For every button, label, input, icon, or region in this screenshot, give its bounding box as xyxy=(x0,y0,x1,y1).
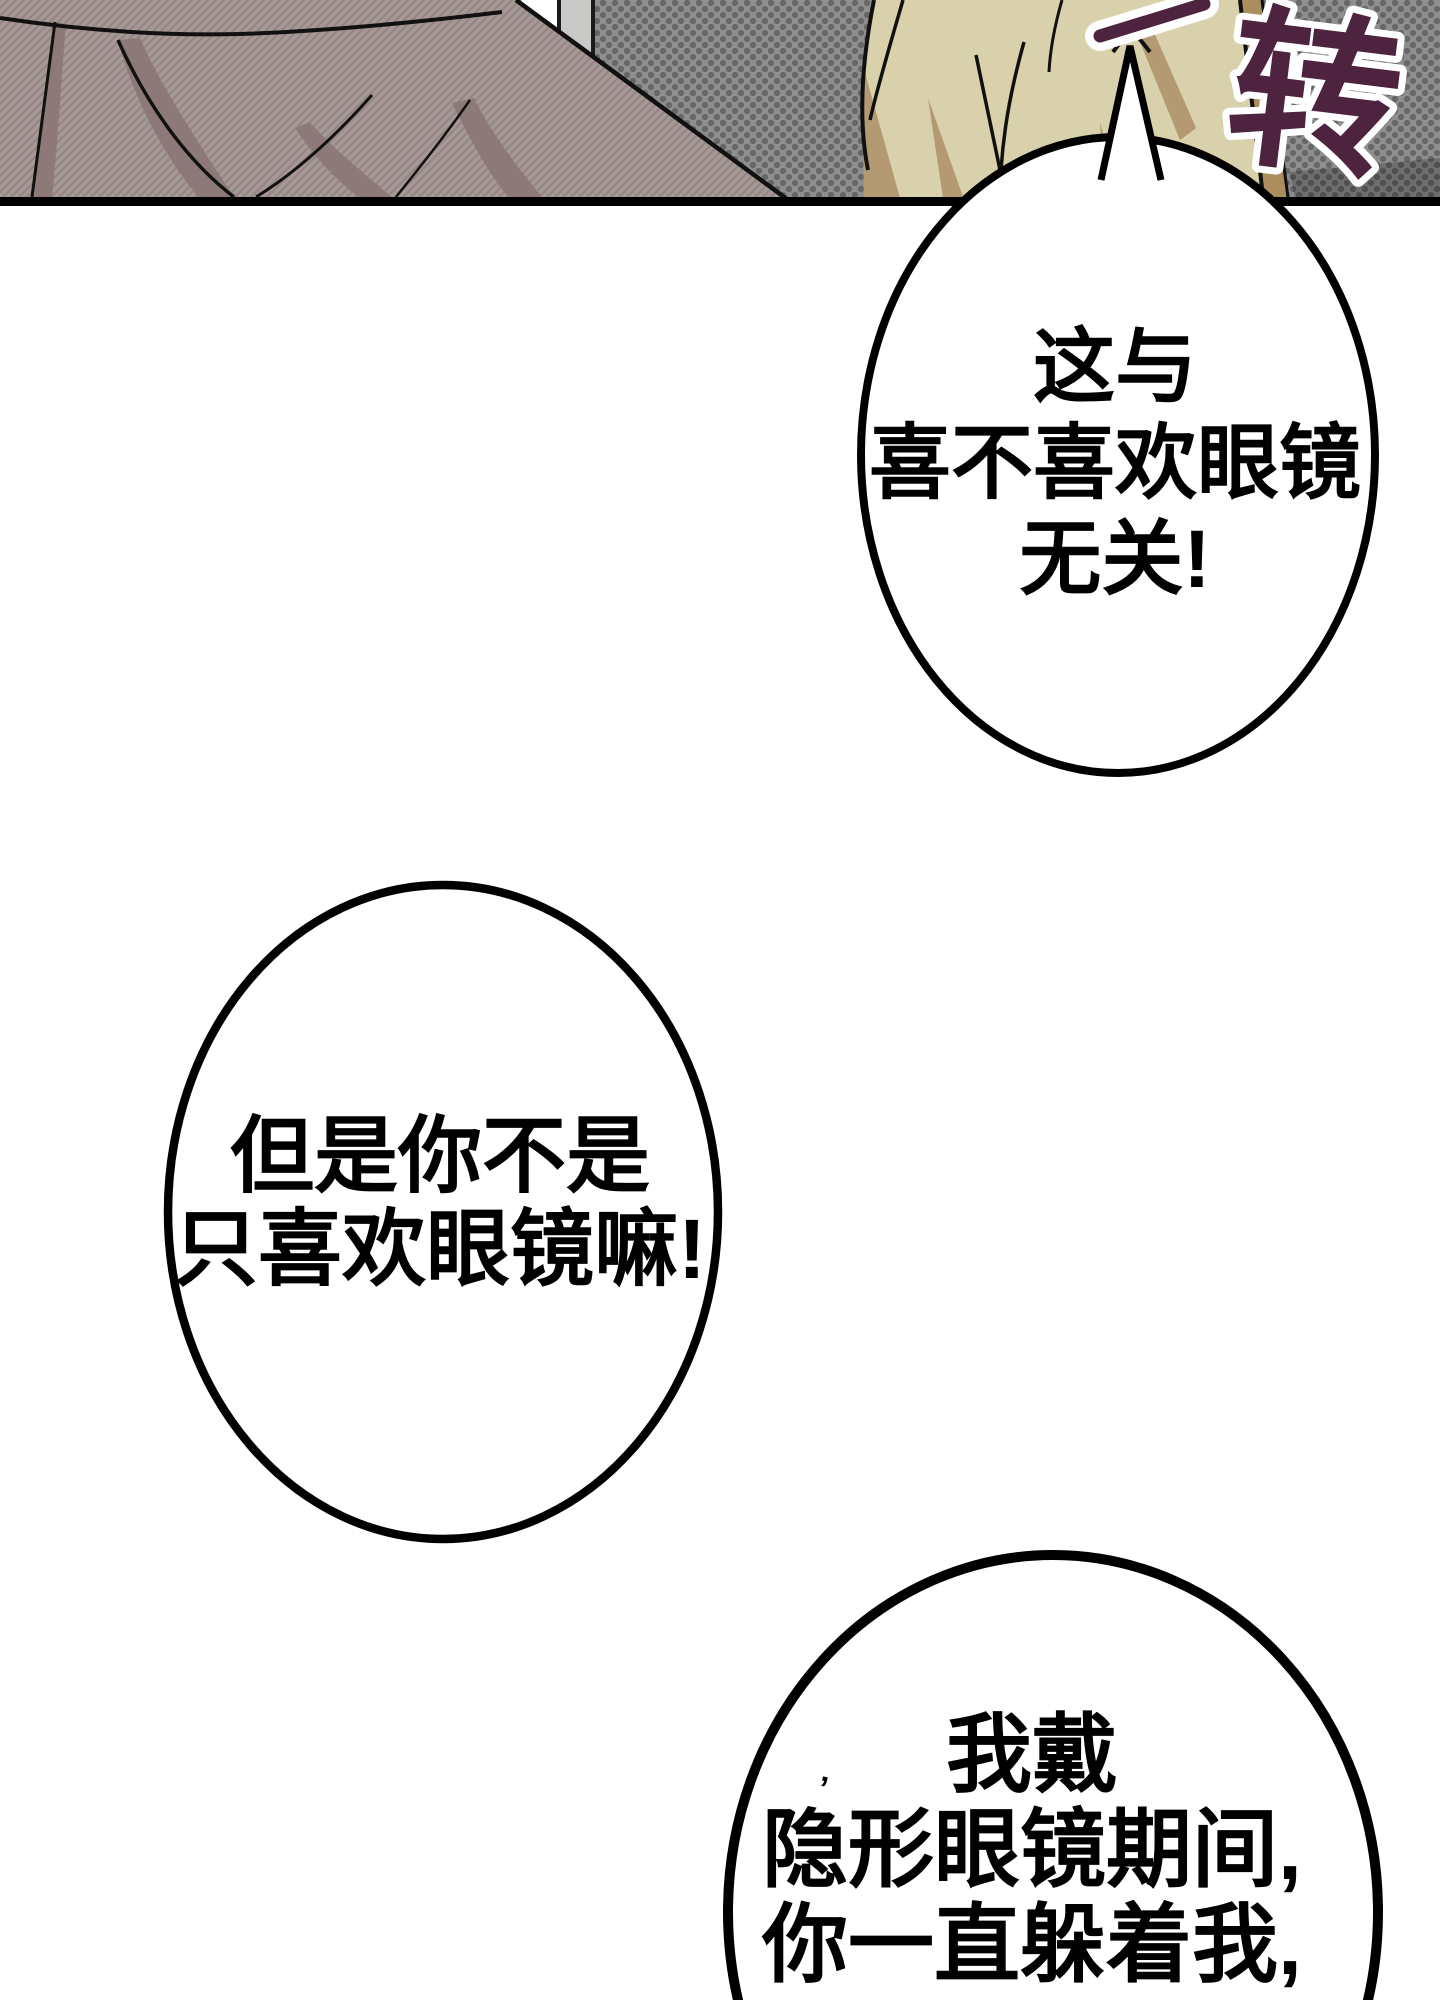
speech-bubble-1 xyxy=(857,45,1379,777)
left-shoulder-clothing xyxy=(0,0,797,205)
bubble-2-line-2: 只喜欢眼镜嘛! xyxy=(174,1202,706,1296)
bubble-3-line-3: 你一直躲着我, xyxy=(762,1897,1302,1993)
bubble-1-line-1: 这与 xyxy=(1032,322,1197,413)
speech-bubble-2 xyxy=(163,880,723,1544)
bubble-2-text: 但是你不是 只喜欢眼镜嘛! xyxy=(165,1110,715,1296)
bubble-3-line-1: 我戴 xyxy=(946,1707,1118,1803)
bubble-1-text: 这与 喜不喜欢眼镜 无关! xyxy=(835,320,1395,608)
bubble-3-line-2: 隐形眼镜期间, xyxy=(762,1802,1302,1898)
bubble-2-line-1: 但是你不是 xyxy=(229,1109,650,1203)
bubble-1-tail xyxy=(1097,45,1165,181)
bubble-3-text: 我戴 隐形眼镜期间, 你一直躲着我, xyxy=(742,1708,1322,1993)
bubble-1-line-2: 喜不喜欢眼镜 xyxy=(868,418,1361,509)
sfx-stroke xyxy=(1085,0,1219,51)
bubble-1-line-3: 无关! xyxy=(1019,514,1211,605)
corner-shadow xyxy=(1289,158,1440,197)
sfx-text: 转 xyxy=(1217,0,1411,203)
beige-right-band xyxy=(1240,0,1289,205)
top-panel xyxy=(0,0,1440,205)
panel-border xyxy=(0,197,1440,206)
speech-bubble-3 xyxy=(723,1550,1383,2000)
